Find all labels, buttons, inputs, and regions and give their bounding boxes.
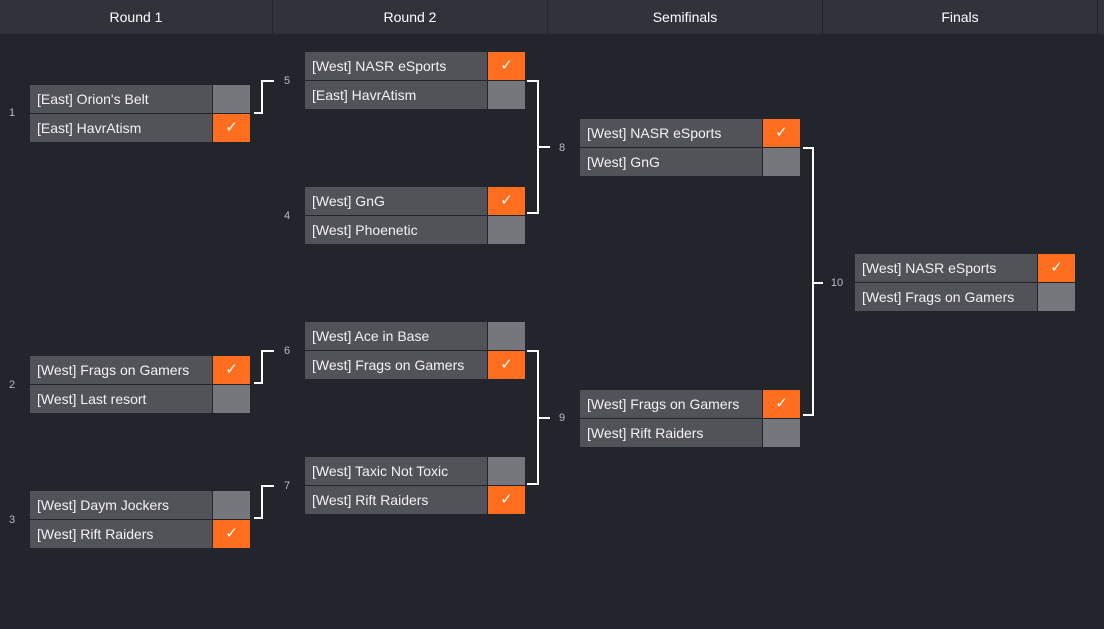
team-name[interactable]: [West] NASR eSports xyxy=(580,119,762,147)
team-name[interactable]: [West] Rift Raiders xyxy=(305,486,487,514)
team-name[interactable]: [West] Frags on Gamers xyxy=(855,283,1037,311)
round-title-round-2: Round 2 xyxy=(273,0,548,34)
team-row[interactable]: [West] Rift Raiders ✓ xyxy=(30,520,250,548)
match-8: [West] NASR eSports ✓ [West] GnG xyxy=(580,119,800,177)
team-row[interactable]: [West] Phoenetic xyxy=(305,216,525,244)
team-name[interactable]: [East] Orion's Belt xyxy=(30,85,212,113)
connector-3-to-7 xyxy=(254,485,274,519)
team-row[interactable]: [West] NASR eSports ✓ xyxy=(580,119,800,147)
match-number: 8 xyxy=(558,142,566,154)
check-icon[interactable]: ✓ xyxy=(488,187,525,215)
team-name[interactable]: [West] GnG xyxy=(580,148,762,176)
check-icon[interactable]: ✓ xyxy=(763,119,800,147)
connector-6-to-9 xyxy=(527,350,539,485)
team-row[interactable]: [West] Taxic Not Toxic xyxy=(305,457,525,485)
match-2: [West] Frags on Gamers ✓ [West] Last res… xyxy=(30,356,250,414)
team-name[interactable]: [West] Phoenetic xyxy=(305,216,487,244)
team-row[interactable]: [West] GnG xyxy=(580,148,800,176)
team-score-box[interactable] xyxy=(213,385,250,413)
team-row[interactable]: [West] Frags on Gamers ✓ xyxy=(580,390,800,418)
match-5: [West] NASR eSports ✓ [East] HavrAtism xyxy=(305,52,525,110)
check-icon[interactable]: ✓ xyxy=(213,520,250,548)
check-icon[interactable]: ✓ xyxy=(763,390,800,418)
team-row[interactable]: [West] NASR eSports ✓ xyxy=(855,254,1075,282)
team-name[interactable]: [West] Frags on Gamers xyxy=(305,351,487,379)
team-score-box[interactable] xyxy=(213,85,250,113)
team-score-box[interactable] xyxy=(488,322,525,350)
team-score-box[interactable] xyxy=(213,491,250,519)
connector-1-to-5 xyxy=(254,80,274,114)
team-name[interactable]: [East] HavrAtism xyxy=(305,81,487,109)
match-number: 5 xyxy=(283,75,291,87)
team-row[interactable]: [West] Frags on Gamers ✓ xyxy=(305,351,525,379)
team-name[interactable]: [West] NASR eSports xyxy=(305,52,487,80)
team-name[interactable]: [West] Frags on Gamers xyxy=(580,390,762,418)
check-icon[interactable]: ✓ xyxy=(213,114,250,142)
match-number: 4 xyxy=(283,210,291,222)
team-row[interactable]: [West] Rift Raiders xyxy=(580,419,800,447)
check-icon[interactable]: ✓ xyxy=(488,486,525,514)
match-10: [West] NASR eSports ✓ [West] Frags on Ga… xyxy=(855,254,1075,312)
match-number: 10 xyxy=(830,277,844,289)
match-9: [West] Frags on Gamers ✓ [West] Rift Rai… xyxy=(580,390,800,448)
connector-8-to-10 xyxy=(803,147,814,416)
rounds-header: Round 1 Round 2 Semifinals Finals xyxy=(0,0,1104,34)
round-title-round-1: Round 1 xyxy=(0,0,273,34)
team-row[interactable]: [West] Frags on Gamers xyxy=(855,283,1075,311)
match-number: 7 xyxy=(283,480,291,492)
team-score-box[interactable] xyxy=(488,81,525,109)
team-row[interactable]: [West] Frags on Gamers ✓ xyxy=(30,356,250,384)
team-name[interactable]: [West] Daym Jockers xyxy=(30,491,212,519)
team-row[interactable]: [West] Last resort xyxy=(30,385,250,413)
team-name[interactable]: [West] Last resort xyxy=(30,385,212,413)
team-row[interactable]: [West] NASR eSports ✓ xyxy=(305,52,525,80)
connector-5-to-8 xyxy=(527,80,539,214)
round-title-semifinals: Semifinals xyxy=(548,0,823,34)
team-score-box[interactable] xyxy=(488,216,525,244)
team-name[interactable]: [West] Ace in Base xyxy=(305,322,487,350)
match-number: 3 xyxy=(8,514,16,526)
team-name[interactable]: [West] Rift Raiders xyxy=(580,419,762,447)
check-icon[interactable]: ✓ xyxy=(488,351,525,379)
team-name[interactable]: [West] Frags on Gamers xyxy=(30,356,212,384)
match-1: [East] Orion's Belt [East] HavrAtism ✓ xyxy=(30,85,250,143)
team-score-box[interactable] xyxy=(1038,283,1075,311)
team-score-box[interactable] xyxy=(488,457,525,485)
match-number: 1 xyxy=(8,107,16,119)
team-name[interactable]: [West] NASR eSports xyxy=(855,254,1037,282)
team-score-box[interactable] xyxy=(763,148,800,176)
match-number: 6 xyxy=(283,345,291,357)
team-row[interactable]: [West] GnG ✓ xyxy=(305,187,525,215)
check-icon[interactable]: ✓ xyxy=(1038,254,1075,282)
check-icon[interactable]: ✓ xyxy=(488,52,525,80)
match-4: [West] GnG ✓ [West] Phoenetic xyxy=(305,187,525,245)
team-row[interactable]: [East] HavrAtism xyxy=(305,81,525,109)
match-number: 2 xyxy=(8,379,16,391)
match-number: 9 xyxy=(558,412,566,424)
team-name[interactable]: [West] GnG xyxy=(305,187,487,215)
match-3: [West] Daym Jockers [West] Rift Raiders … xyxy=(30,491,250,549)
team-name[interactable]: [West] Rift Raiders xyxy=(30,520,212,548)
team-row[interactable]: [East] Orion's Belt xyxy=(30,85,250,113)
team-row[interactable]: [West] Ace in Base xyxy=(305,322,525,350)
connector-2-to-6 xyxy=(254,350,274,384)
team-row[interactable]: [West] Rift Raiders ✓ xyxy=(305,486,525,514)
round-title-finals: Finals xyxy=(823,0,1098,34)
team-name[interactable]: [West] Taxic Not Toxic xyxy=(305,457,487,485)
team-score-box[interactable] xyxy=(763,419,800,447)
check-icon[interactable]: ✓ xyxy=(213,356,250,384)
match-7: [West] Taxic Not Toxic [West] Rift Raide… xyxy=(305,457,525,515)
team-name[interactable]: [East] HavrAtism xyxy=(30,114,212,142)
team-row[interactable]: [East] HavrAtism ✓ xyxy=(30,114,250,142)
team-row[interactable]: [West] Daym Jockers xyxy=(30,491,250,519)
match-6: [West] Ace in Base [West] Frags on Gamer… xyxy=(305,322,525,380)
